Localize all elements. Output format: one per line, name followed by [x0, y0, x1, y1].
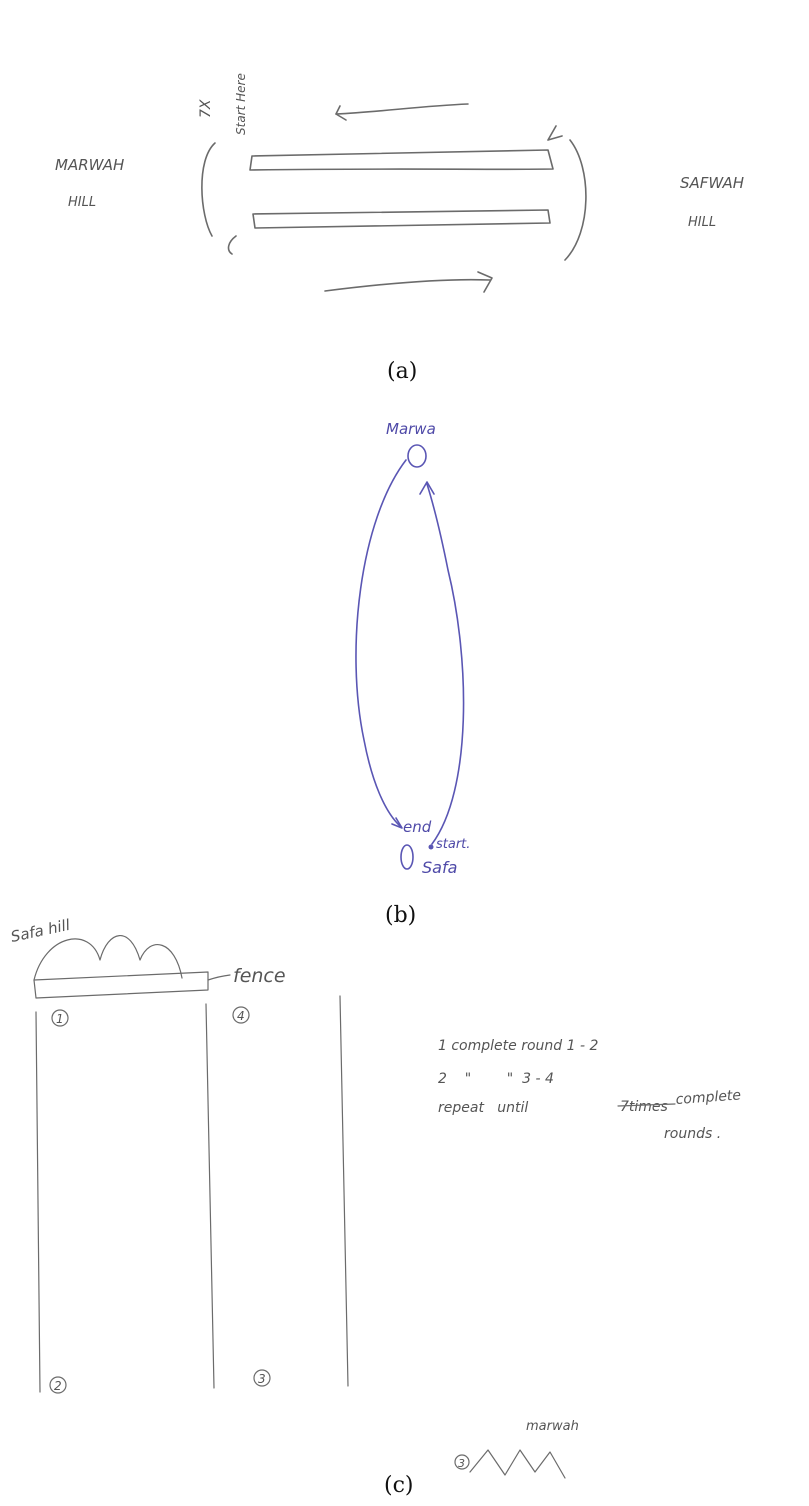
panel-a: MARWAH HILL SAFWAH HILL 7X Start Here (a…: [55, 73, 744, 384]
corridor-bar-bottom: [253, 210, 550, 228]
left-turn-arrow-head: [229, 236, 236, 254]
path-right-ascending: [427, 484, 464, 844]
fence-pointer: [208, 975, 230, 980]
caption-c: (c): [384, 1473, 414, 1498]
path-left-descending: [356, 460, 406, 826]
lane-line-left: [36, 1012, 40, 1392]
upper-arrow-left: [336, 104, 468, 114]
note-strike-text: 7times: [620, 1099, 668, 1115]
note-line-1: 1 complete round 1 - 2: [438, 1038, 598, 1054]
num-2: 2: [54, 1379, 62, 1393]
corridor-bar-top: [250, 150, 553, 170]
lower-arrow-right: [325, 280, 490, 291]
note-line-3a: repeat until: [438, 1100, 528, 1116]
start-dot: [429, 845, 434, 850]
right-turn-bracket: [565, 140, 586, 260]
start-label: start.: [436, 837, 470, 852]
start-here-label: Start Here: [234, 73, 248, 135]
safa-point: [401, 845, 413, 869]
safa-label: Safa: [422, 858, 457, 877]
panel-b: Marwa end start. Safa (b): [356, 420, 470, 928]
end-label: end: [403, 818, 432, 836]
laps-label: 7X: [198, 99, 214, 118]
marwah-hill-label: MARWAH: [55, 156, 124, 174]
note-line-2: 2 " " 3 - 4: [438, 1071, 554, 1087]
fence-label: fence: [233, 965, 286, 987]
left-turn-bracket: [202, 143, 215, 236]
marwah-label: marwah: [526, 1419, 579, 1434]
note-line-4: rounds .: [664, 1126, 721, 1142]
safwah-hill-label: SAFWAH: [680, 174, 744, 192]
safa-hill-bumps: [34, 936, 182, 980]
note-line-3b: complete: [675, 1087, 741, 1108]
safwah-hill-label-2: HILL: [688, 215, 716, 230]
num-3: 3: [458, 1457, 465, 1470]
lane-line-middle: [206, 1004, 214, 1388]
marwah-hill-zigzag: [470, 1450, 565, 1478]
panel-c: Safa hill fence 1 4 2 3 3 marwah 1 compl…: [9, 916, 741, 1498]
num-4: 4: [237, 1009, 245, 1023]
caption-b: (b): [385, 903, 416, 928]
lane-line-right: [340, 996, 348, 1386]
marwa-label: Marwa: [386, 420, 436, 438]
marwah-hill-label-2: HILL: [68, 195, 96, 210]
num-1: 1: [56, 1012, 64, 1026]
caption-a: (a): [387, 359, 417, 384]
marwa-point: [408, 445, 426, 467]
right-turn-arrow-head: [548, 126, 562, 140]
num-3-upper: 3: [258, 1372, 266, 1386]
lower-arrow-right-head: [478, 272, 492, 292]
